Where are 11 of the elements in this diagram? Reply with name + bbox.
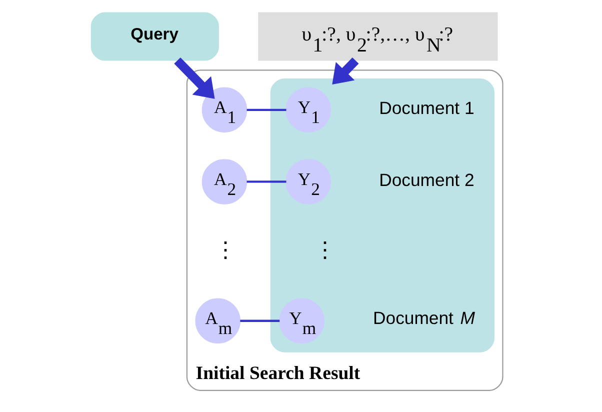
connector xyxy=(240,320,280,322)
node-box: Query xyxy=(90,12,218,61)
node-label: Document 2 xyxy=(378,170,474,190)
node-label: Document 1 xyxy=(378,98,474,118)
cluster xyxy=(270,78,494,352)
node-label: Document M xyxy=(372,308,474,328)
connector xyxy=(246,180,286,183)
arrow xyxy=(332,57,358,85)
connector xyxy=(246,108,286,112)
label: ⋮ xyxy=(313,236,336,262)
label: ⋮ xyxy=(214,236,236,262)
